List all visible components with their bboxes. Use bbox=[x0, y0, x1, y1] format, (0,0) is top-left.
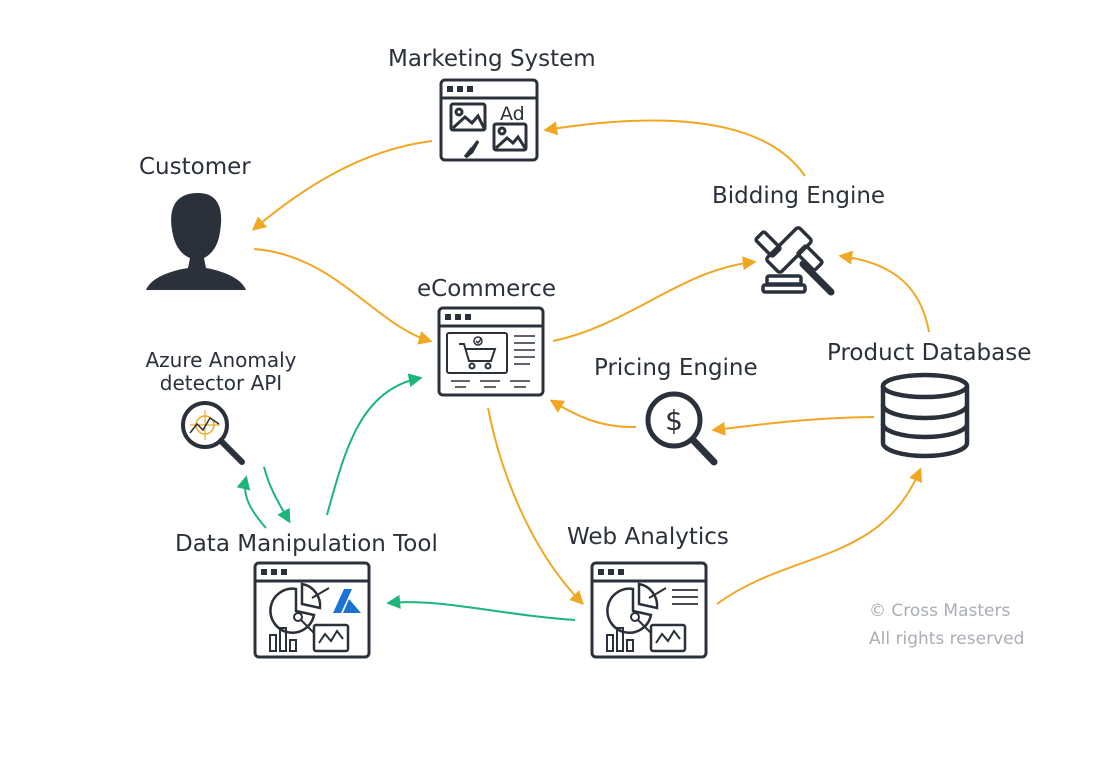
edges bbox=[236, 119, 930, 621]
node-label-azure-anomaly-line1: Azure Anomaly bbox=[145, 348, 297, 372]
database-icon bbox=[880, 372, 970, 459]
edge-ecommerce-to-bidding bbox=[552, 256, 757, 342]
azure-logo-icon bbox=[333, 589, 361, 613]
edge-webanalytics-to-productdb bbox=[716, 467, 923, 605]
node-label-azure-anomaly-line2: detector API bbox=[159, 371, 283, 395]
node-label-product-database: Product Database bbox=[827, 340, 1032, 366]
analytics-window-icon bbox=[590, 561, 708, 659]
node-label-azure-anomaly: Azure Anomaly detector API bbox=[130, 349, 312, 395]
magnifier-chart-icon bbox=[181, 401, 245, 465]
edge-pricing-to-ecommerce bbox=[549, 399, 637, 429]
edge-customer-to-ecommerce bbox=[253, 248, 433, 345]
node-label-bidding-engine: Bidding Engine bbox=[712, 183, 886, 209]
node-label-pricing-engine: Pricing Engine bbox=[594, 355, 758, 381]
shopping-cart-window-icon bbox=[437, 306, 545, 397]
node-label-marketing-system: Marketing System bbox=[388, 46, 596, 72]
node-label-customer: Customer bbox=[139, 154, 251, 180]
node-label-data-manipulation-tool: Data Manipulation Tool bbox=[175, 531, 438, 557]
gavel-icon bbox=[754, 226, 835, 296]
analytics-window-azure-icon bbox=[253, 561, 371, 659]
marketing-ad-text: Ad bbox=[500, 103, 525, 125]
edge-datatool-to-anomaly bbox=[236, 475, 267, 529]
edge-webanalytics-to-datatool bbox=[386, 594, 576, 621]
edge-marketing-to-customer bbox=[251, 140, 433, 231]
edge-ecommerce-to-webanalytics bbox=[487, 407, 584, 605]
node-label-web-analytics: Web Analytics bbox=[567, 524, 729, 550]
pricing-dollar-symbol: $ bbox=[665, 404, 683, 437]
edge-datatool-to-ecommerce bbox=[326, 373, 423, 516]
copyright-line1: © Cross Masters bbox=[869, 601, 1011, 621]
person-icon bbox=[146, 193, 246, 290]
edge-productdb-to-pricing bbox=[711, 416, 875, 436]
edge-bidding-to-marketing bbox=[543, 119, 806, 177]
dollar-magnifier-icon bbox=[645, 391, 718, 466]
edge-anomaly-to-datatool bbox=[263, 466, 291, 524]
edge-productdb-to-bidding bbox=[838, 250, 930, 333]
copyright-line2: All rights reserved bbox=[869, 629, 1025, 649]
node-label-ecommerce: eCommerce bbox=[417, 276, 556, 302]
copyright-notice: © Cross Masters All rights reserved bbox=[869, 597, 1024, 653]
marketing-window-icon bbox=[439, 78, 539, 162]
